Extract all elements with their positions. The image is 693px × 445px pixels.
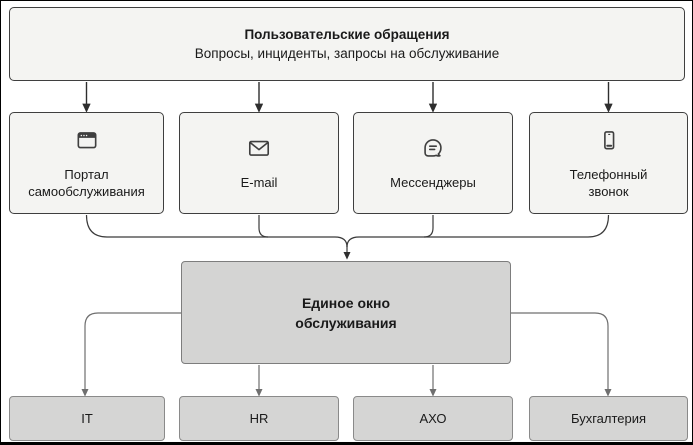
channel-label: Портал самообслуживания <box>28 166 145 199</box>
dept-box-accounting: Бухгалтерия <box>529 396 688 441</box>
dept-box-it: IT <box>9 396 165 441</box>
channel-box-phone: Телефонный звонок <box>529 112 688 214</box>
arrows-header-to-channels <box>82 82 613 113</box>
dept-box-hr: HR <box>179 396 339 441</box>
channel-label: Телефонный звонок <box>569 166 648 199</box>
merge-bus-to-hub <box>85 214 610 260</box>
phone-icon <box>603 130 614 149</box>
browser-window-icon <box>77 131 96 148</box>
dept-label: АХО <box>419 411 447 426</box>
header-title: Пользовательские обращения <box>244 27 450 42</box>
hub-label: Единое окно обслуживания <box>295 294 397 331</box>
channel-label: Мессенджеры <box>390 175 476 190</box>
header-subtitle: Вопросы, инциденты, запросы на обслужива… <box>194 46 500 61</box>
channel-box-email: E-mail <box>179 112 339 214</box>
envelope-icon <box>248 140 270 156</box>
channel-box-messengers: Мессенджеры <box>353 112 513 214</box>
hub-box: Единое окно обслуживания <box>181 261 511 364</box>
dept-box-aho: АХО <box>353 396 513 441</box>
chat-bubble-icon <box>424 139 442 157</box>
channel-box-portal: Портал самообслуживания <box>9 112 164 214</box>
channel-label: E-mail <box>240 175 278 190</box>
dept-label: HR <box>249 411 269 426</box>
dept-label: Бухгалтерия <box>570 411 647 426</box>
header-box: Пользовательские обращения Вопросы, инци… <box>9 7 685 81</box>
dept-label: IT <box>81 411 93 426</box>
